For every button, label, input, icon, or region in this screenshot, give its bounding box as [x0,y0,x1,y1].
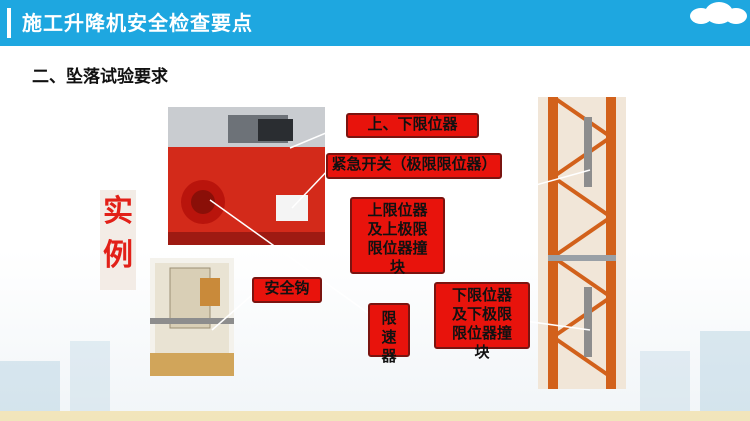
safety-hook-photo [150,258,234,376]
mast-section-photo [538,97,626,389]
callout-speed-limiter: 限速器 [368,303,410,365]
callout-upper-lower-limit: 上、下限位器 [346,113,479,138]
construction-skyline-illustration [0,331,750,421]
callout-emergency-switch: 紧急开关（极限限位器） [326,153,502,179]
callout-lower-limit-block: 下限位器及下极限限位器撞块 [434,282,530,361]
cloud-decoration [725,8,747,24]
example-badge: 实例 [100,190,136,290]
example-label: 实例 [103,194,133,273]
title-accent-bar [7,8,11,38]
machinery-photo [168,107,325,245]
header-bar: 施工升降机安全检查要点 [0,0,750,46]
callout-upper-limit-block: 上限位器及上极限限位器撞块 [350,197,445,276]
section-subtitle: 二、坠落试验要求 [32,67,168,87]
slide-title: 施工升降机安全检查要点 [22,11,253,35]
callout-safety-hook: 安全钩 [252,277,322,303]
